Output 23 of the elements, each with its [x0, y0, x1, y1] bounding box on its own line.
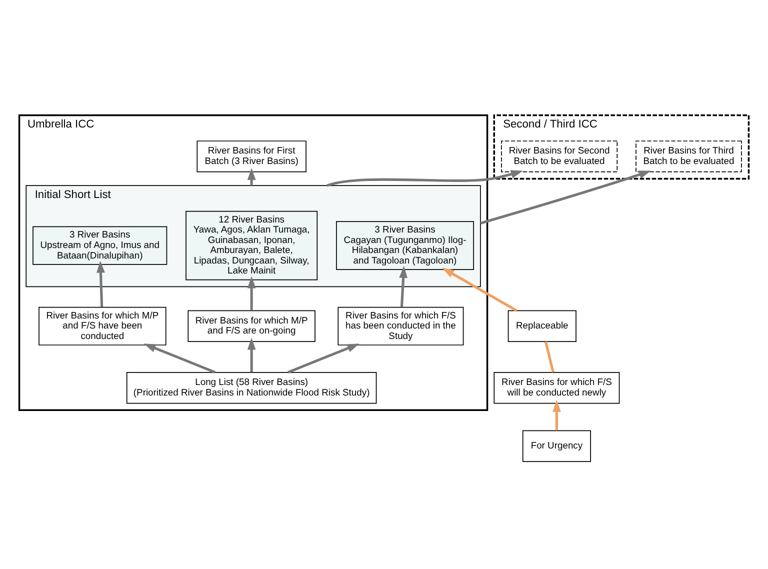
- node-box: River Basins for which F/S has been conducted in the Study: [338, 306, 464, 345]
- node-box: River Basins for Third Batch to be evaluated: [636, 140, 742, 172]
- node-box: 3 River Basins Cagayan (Tugunganmo) Ilog-Hilabangan (Kabankalan) and Tagoloan (Tagoloan): [336, 220, 474, 270]
- arrow: [288, 343, 360, 374]
- arrow: [96, 260, 105, 307]
- connector: [544, 340, 554, 372]
- arrow: [442, 267, 518, 312]
- arrow: [144, 343, 216, 374]
- node-box: Long List (58 River Basins) (Prioritized River Basins in Nationwide Flood Risk Study): [126, 372, 377, 404]
- arrow: [399, 265, 408, 307]
- node-box: 12 River Basins Yawa, Agos, Aklan Tumaga, Guinabasan, Iponan, Amburayan, Balete, Lipadas, Dungcaan, Silway, Lake Mainit: [186, 210, 318, 280]
- node-box: River Basins for First Batch (3 River Basins): [196, 140, 306, 172]
- node-box: 3 River Basins Upstream of Agno, Imus and Bataan(Dinalupihan): [32, 226, 168, 264]
- node-box: River Basins for Second Batch to be evaluated: [501, 140, 618, 172]
- arrow: [247, 276, 256, 310]
- node-box: River Basins for which M/P and F/S are on-going: [188, 310, 316, 342]
- arrow: [247, 337, 256, 372]
- arrow: [326, 170, 523, 186]
- node-box: Replaceable: [508, 310, 576, 342]
- node-box: River Basins for which M/P and F/S have been conducted: [38, 306, 166, 345]
- node-box: For Urgency: [522, 430, 591, 462]
- arrow: [552, 399, 561, 430]
- node-box: River Basins for which F/S will be conducted newly: [494, 372, 620, 404]
